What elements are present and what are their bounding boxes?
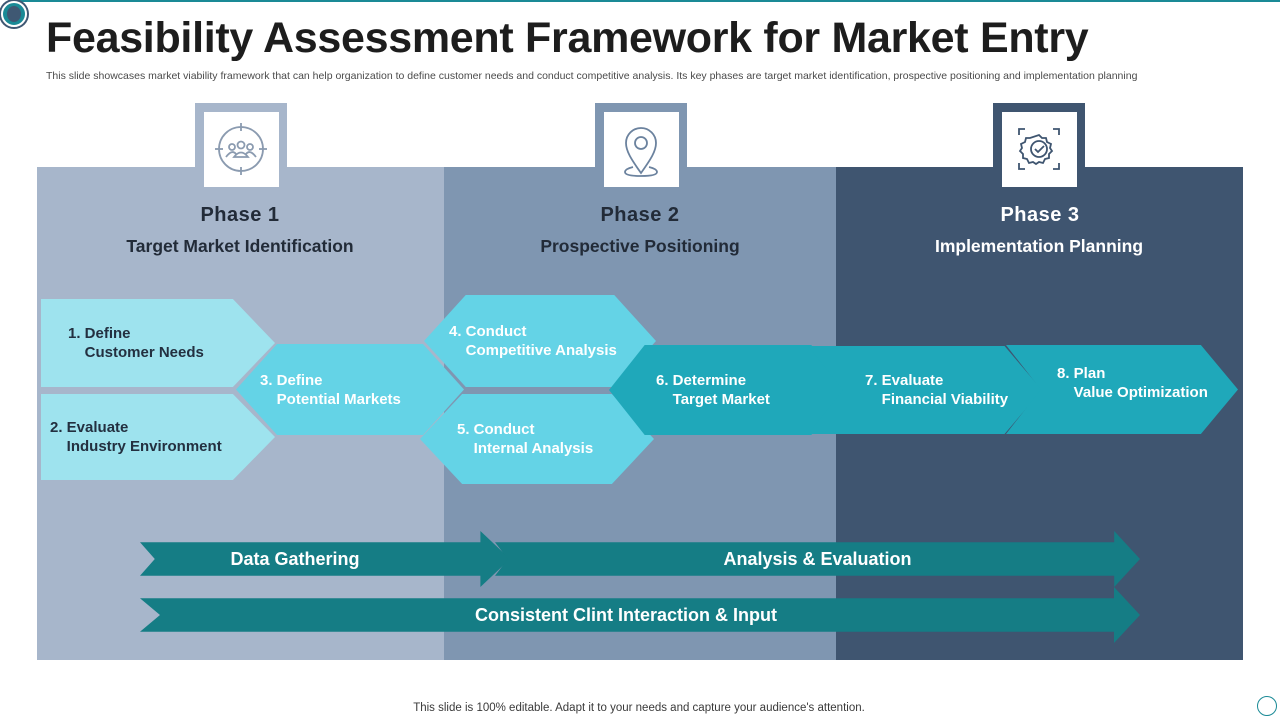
corner-logo-icon	[1, 1, 27, 27]
step-1-define-customer-needs: 1. Define Customer Needs	[41, 299, 275, 387]
step-6-determine-target-market: 6. Determine Target Market	[609, 345, 847, 435]
phase-3-name: Implementation Planning	[934, 236, 1144, 256]
step-7-evaluate-financial-viability: 7. Evaluate Financial Viability	[808, 346, 1042, 434]
phase-1-icon-box	[195, 103, 287, 195]
step-4-conduct-competitive-analysis: 4. Conduct Competitive Analysis	[424, 295, 656, 387]
step-7-label: 7. Evaluate Financial Viability	[865, 372, 1009, 408]
slide-title: Feasibility Assessment Framework for Mar…	[46, 14, 1089, 62]
top-accent-line	[14, 0, 1280, 2]
step-8-plan-value-optimization: 8. Plan Value Optimization	[1006, 345, 1238, 434]
step-5-conduct-internal-analysis: 5. Conduct Internal Analysis	[420, 394, 654, 484]
phase-2-icon-box	[595, 103, 687, 195]
step-3-label: 3. Define Potential Markets	[260, 371, 401, 408]
phase-3-icon-box	[993, 103, 1085, 195]
data-gathering-label: Data Gathering	[230, 548, 360, 569]
location-pin-icon	[624, 127, 658, 177]
step-2-label: 2. Evaluate Industry Environment	[50, 419, 222, 455]
step-2-evaluate-industry-environment: 2. Evaluate Industry Environment	[41, 394, 275, 480]
corner-circle-icon	[1257, 696, 1277, 716]
step-5-label: 5. Conduct Internal Analysis	[457, 421, 594, 457]
slide-subtitle: This slide showcases market viability fr…	[46, 70, 1138, 82]
phase-3-number: Phase 3	[1000, 204, 1080, 226]
analysis-evaluation-label: Analysis & Evaluation	[723, 548, 912, 569]
step-1-label: 1. Define Customer Needs	[68, 325, 204, 361]
client-interaction-label: Consistent Clint Interaction & Input	[475, 604, 777, 625]
phase-2-number: Phase 2	[600, 204, 680, 226]
step-6-label: 6. Determine Target Market	[656, 372, 770, 408]
target-audience-icon	[215, 123, 267, 175]
slide-footer: This slide is 100% editable. Adapt it to…	[413, 702, 865, 714]
phase-2-name: Prospective Positioning	[540, 236, 740, 256]
step-8-label: 8. Plan Value Optimization	[1057, 364, 1208, 401]
phase-1-name: Target Market Identification	[126, 236, 354, 256]
gear-process-icon	[1018, 128, 1060, 170]
step-3-define-potential-markets: 3. Define Potential Markets	[236, 344, 464, 435]
step-4-label: 4. Conduct Competitive Analysis	[449, 323, 617, 359]
phase-1-number: Phase 1	[200, 204, 280, 226]
